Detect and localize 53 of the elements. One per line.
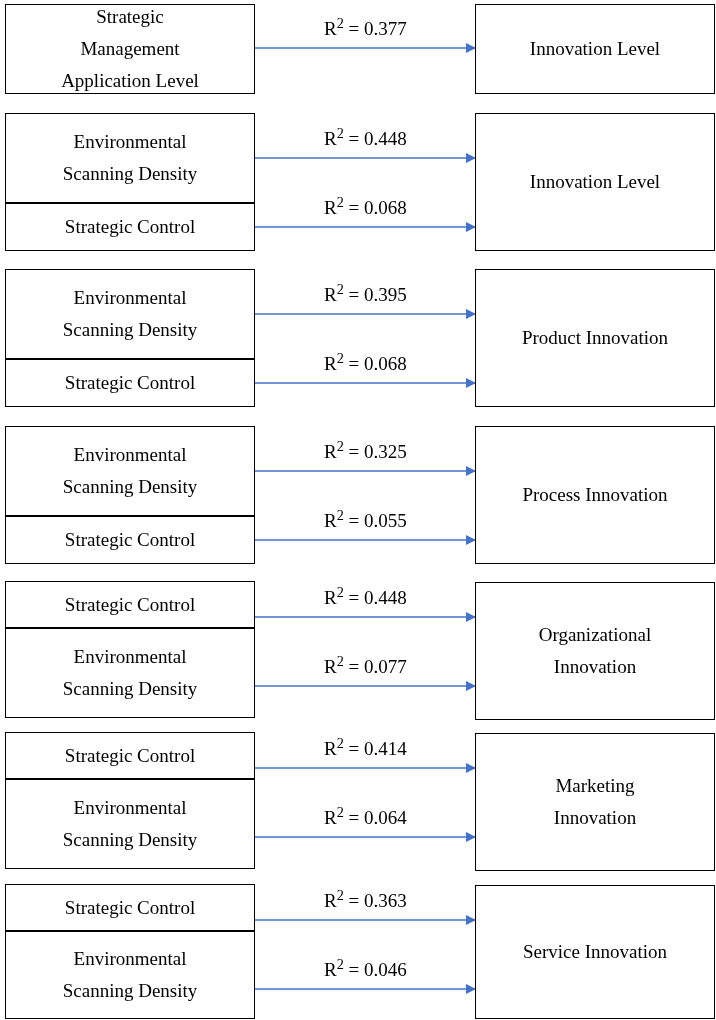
- variable-box: [5, 426, 255, 516]
- variable-box: [5, 628, 255, 718]
- variable-box: [5, 884, 255, 931]
- box-label: Strategic Control: [64, 528, 196, 552]
- variable-box: [5, 931, 255, 1019]
- variable-box: [5, 359, 255, 407]
- box-label: Strategic Control: [64, 215, 196, 239]
- variable-box: [475, 885, 715, 1019]
- box-label: Environmental Scanning Density: [61, 286, 199, 342]
- box-label: Strategic Control: [64, 743, 196, 768]
- variable-box: [475, 269, 715, 407]
- variable-box: [5, 113, 255, 203]
- box-label: Innovation Level: [529, 37, 661, 61]
- variable-box: [5, 779, 255, 869]
- variable-box: [475, 113, 715, 251]
- box-label: Product Innovation: [521, 326, 669, 350]
- variable-box: [475, 733, 715, 871]
- arrow: [254, 832, 476, 842]
- arrow: [254, 153, 476, 163]
- arrow: [254, 763, 476, 773]
- arrow: [254, 681, 476, 691]
- variable-box: [475, 426, 715, 564]
- box-label: Environmental Scanning Density: [61, 645, 199, 701]
- variable-box: [5, 732, 255, 779]
- box-label: Service Innovation: [522, 940, 667, 964]
- variable-box: [5, 203, 255, 251]
- variable-box: [5, 516, 255, 564]
- variable-box: [475, 4, 715, 94]
- arrow: [254, 378, 476, 388]
- arrow: [254, 466, 476, 476]
- box-label: Strategic Control: [64, 592, 196, 617]
- variable-box: [5, 269, 255, 359]
- box-label: Environmental Scanning Density: [61, 796, 199, 852]
- box-label: Strategic Control: [64, 895, 196, 920]
- arrow: [254, 984, 476, 994]
- arrow: [254, 43, 476, 53]
- variable-box: [5, 581, 255, 628]
- box-label: Innovation Level: [529, 170, 661, 194]
- box-label: Process Innovation: [522, 483, 668, 507]
- box-label: Environmental Scanning Density: [61, 443, 199, 499]
- arrow: [254, 915, 476, 925]
- box-label: Marketing Innovation: [552, 774, 638, 830]
- box-label: Strategic Control: [64, 371, 196, 395]
- arrow: [254, 222, 476, 232]
- arrow: [254, 309, 476, 319]
- box-label: Strategic Management Application Level: [60, 5, 200, 93]
- box-label: Organizational Innovation: [537, 623, 653, 679]
- arrow: [254, 612, 476, 622]
- box-label: Environmental Scanning Density: [61, 947, 199, 1003]
- arrow: [254, 535, 476, 545]
- variable-box: [5, 4, 255, 94]
- variable-box: [475, 582, 715, 720]
- box-label: Environmental Scanning Density: [61, 130, 199, 186]
